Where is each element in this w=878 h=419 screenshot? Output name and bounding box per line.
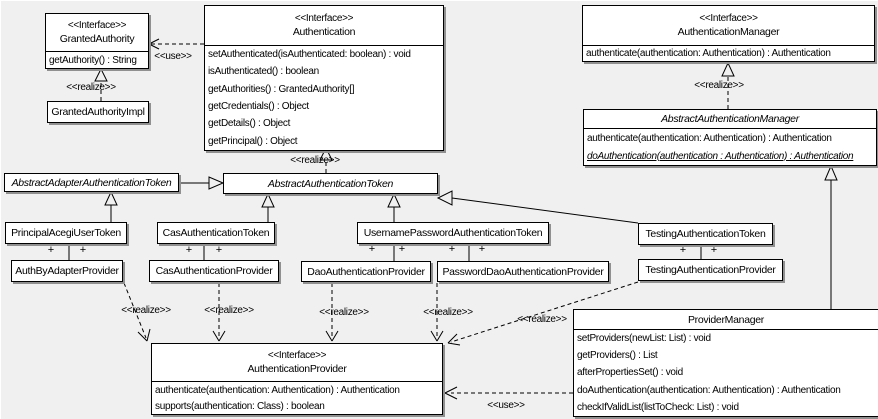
interface-stereotype: <<Interface>>: [67, 20, 127, 31]
class-authentication-manager[interactable]: <<Interface>> AuthenticationManager auth…: [582, 5, 875, 62]
class-username-password-authentication-token[interactable]: UsernamePasswordAuthenticationToken: [357, 222, 549, 244]
method: setAuthenticated(isAuthenticated: boolea…: [208, 49, 411, 61]
method: authenticate(authentication: Authenticat…: [587, 132, 832, 144]
class-name: TestingAuthenticationProvider: [645, 264, 776, 276]
realize-label: <<realize>>: [517, 314, 567, 325]
class-authentication-provider[interactable]: <<Interface>> AuthenticationProvider aut…: [151, 343, 443, 415]
method: getProviders() : List: [577, 350, 658, 362]
realize-label: <<realize>>: [204, 305, 254, 316]
plus-label: +: [47, 244, 55, 256]
method: doAuthentication(authentication: Authent…: [577, 384, 841, 396]
realize-label: <<realize>>: [694, 80, 744, 91]
class-name: GrantedAuthorityImpl: [51, 106, 145, 118]
class-name: UsernamePasswordAuthenticationToken: [363, 227, 543, 239]
class-principal-acegi-user-token[interactable]: PrincipalAcegiUserToken: [5, 222, 127, 244]
class-name: DaoAuthenticationProvider: [307, 265, 425, 278]
plus-label: +: [398, 243, 406, 255]
interface-stereotype: <<Interface>>: [267, 350, 327, 361]
class-name: AuthenticationProvider: [247, 363, 347, 375]
method: getDetails() : Object: [208, 118, 291, 130]
class-name: AbstractAuthenticationManager: [661, 113, 799, 125]
class-name: AbstractAdapterAuthenticationToken: [11, 176, 172, 189]
method: isAuthenticated() : boolean: [208, 66, 319, 78]
class-name: GrantedAuthority: [59, 33, 135, 45]
use-label: <<use>>: [487, 400, 525, 411]
method: checkIfValidList(listToCheck: List) : vo…: [577, 401, 739, 413]
class-cas-authentication-provider[interactable]: CasAuthenticationProvider: [149, 260, 279, 282]
class-abstract-authentication-manager[interactable]: AbstractAuthenticationManager authentica…: [583, 109, 877, 166]
class-abstract-adapter-authentication-token[interactable]: AbstractAdapterAuthenticationToken: [4, 173, 179, 192]
class-provider-manager[interactable]: ProviderManager setProviders(newList: Li…: [573, 309, 878, 417]
realize-edge-authbyadapterprovider: [123, 282, 147, 339]
method: authenticate(authentication: Authenticat…: [586, 48, 831, 59]
class-name: Authentication: [292, 26, 356, 38]
class-testing-authentication-token[interactable]: TestingAuthenticationToken: [638, 223, 773, 245]
class-testing-authentication-provider[interactable]: TestingAuthenticationProvider: [638, 259, 783, 281]
class-name: CasAuthenticationProvider: [155, 265, 273, 277]
abstract-method: doAuthentication(authentication : Authen…: [587, 150, 854, 162]
plus-label: +: [448, 243, 456, 255]
class-granted-authority-impl[interactable]: GrantedAuthorityImpl: [47, 101, 149, 123]
plus-label: +: [185, 244, 193, 256]
method: getCredentials() : Object: [208, 101, 309, 113]
realize-edge-testingprovider: [450, 281, 639, 343]
plus-label: +: [215, 244, 223, 256]
method: authenticate(authentication: Authenticat…: [155, 384, 400, 396]
class-name: PasswordDaoAuthenticationProvider: [442, 265, 604, 278]
method: getPrincipal() : Object: [208, 135, 298, 147]
method: setProviders(newList: List) : void: [577, 333, 711, 345]
use-label: <<use>>: [154, 51, 192, 62]
class-granted-authority[interactable]: <<Interface>> GrantedAuthority getAuthor…: [45, 13, 149, 69]
gen-edge-testingtoken: [451, 197, 639, 224]
class-name: CasAuthenticationToken: [162, 227, 270, 239]
plus-label: +: [478, 243, 486, 255]
class-auth-by-adapter-provider[interactable]: AuthByAdapterProvider: [11, 260, 123, 282]
class-name: PrincipalAcegiUserToken: [11, 227, 121, 239]
class-name: AbstractAuthenticationToken: [267, 177, 394, 190]
interface-stereotype: <<Interface>>: [294, 13, 354, 24]
plus-label: +: [79, 244, 87, 256]
interface-stereotype: <<Interface>>: [699, 13, 758, 24]
method: afterPropertiesSet() : void: [577, 367, 683, 379]
plus-label: +: [679, 244, 687, 256]
realize-label: <<realize>>: [290, 155, 340, 166]
method: supports(authentication: Class) : boolea…: [155, 400, 325, 412]
class-cas-authentication-token[interactable]: CasAuthenticationToken: [157, 222, 275, 244]
class-authentication[interactable]: <<Interface>> Authentication setAuthenti…: [204, 5, 444, 151]
method: getAuthority() : String: [49, 54, 137, 66]
class-password-dao-authentication-provider[interactable]: PasswordDaoAuthenticationProvider: [437, 261, 609, 282]
method: getAuthorities() : GrantedAuthority[]: [208, 83, 355, 95]
class-dao-authentication-provider[interactable]: DaoAuthenticationProvider: [301, 261, 431, 282]
class-name: AuthenticationManager: [677, 26, 780, 38]
realize-label: <<realize>>: [319, 307, 369, 318]
realize-label: <<realize>>: [66, 82, 116, 93]
realize-label: <<realize>>: [121, 305, 171, 316]
plus-label: +: [710, 244, 718, 256]
realize-label: <<realize>>: [423, 307, 473, 318]
plus-label: +: [368, 243, 376, 255]
class-name: AuthByAdapterProvider: [15, 265, 119, 277]
class-abstract-authentication-token[interactable]: AbstractAuthenticationToken: [223, 173, 438, 194]
class-name: TestingAuthenticationToken: [645, 228, 766, 240]
class-name: ProviderManager: [687, 313, 765, 326]
